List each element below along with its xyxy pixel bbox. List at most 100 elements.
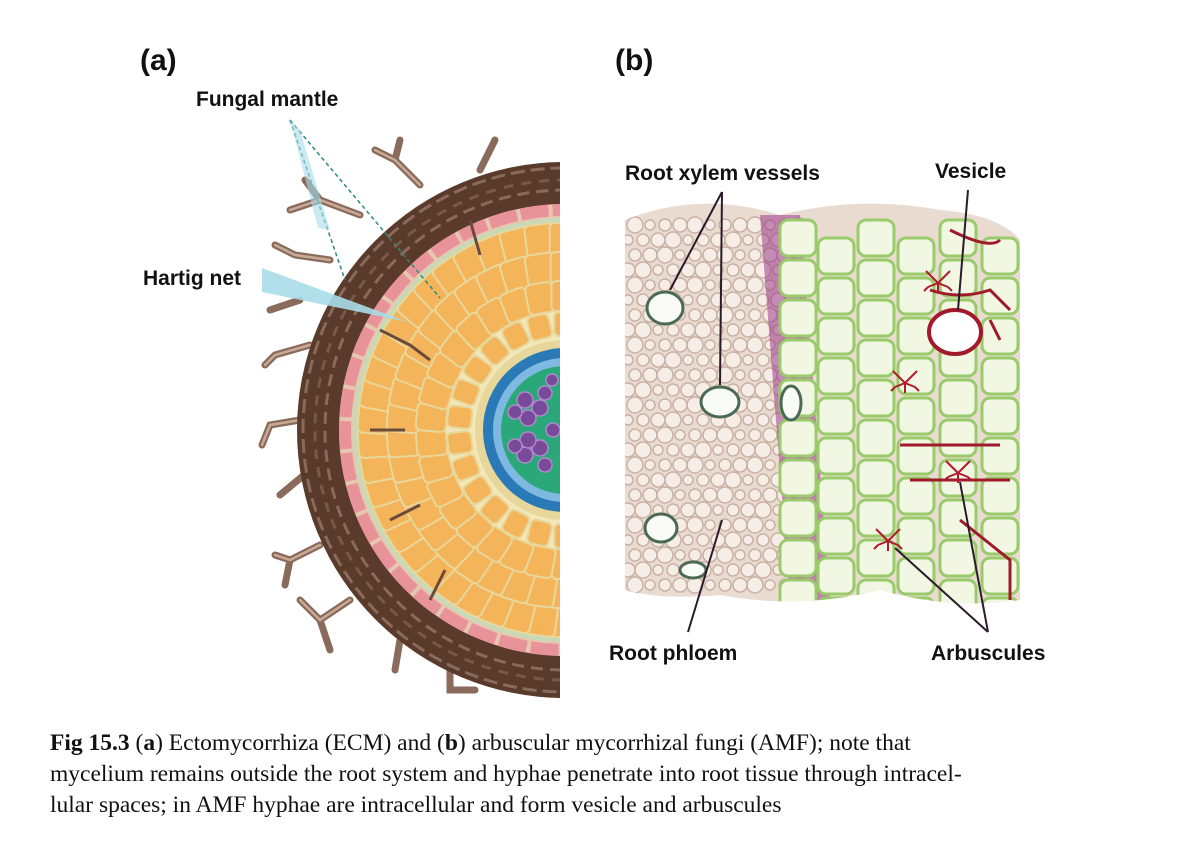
xylem-region <box>501 366 560 494</box>
phloem-cell <box>650 472 666 488</box>
phloem-cell <box>682 534 694 546</box>
caption-line-1: Fig 15.3 (a) Ectomycorrhiza (ECM) and (b… <box>50 728 1150 759</box>
cortex-cell <box>778 458 818 498</box>
phloem-cell <box>626 276 644 294</box>
phloem-cell <box>628 428 642 442</box>
phloem-cell <box>666 563 680 577</box>
cortex-cell <box>856 378 896 418</box>
phloem-cell <box>656 486 674 504</box>
phloem-cell <box>686 336 704 354</box>
cortex-cell <box>896 276 936 316</box>
phloem-cell <box>734 309 746 321</box>
phloem-cell <box>756 473 770 487</box>
phloem-cell <box>696 533 710 547</box>
phloem-cell <box>634 261 652 279</box>
phloem-cell <box>716 486 734 504</box>
cortex-cell <box>896 476 936 516</box>
cortex-cell <box>816 316 856 356</box>
cortex-cell <box>816 396 856 436</box>
cortex-cell <box>446 430 474 456</box>
cortex-cell <box>501 321 531 352</box>
cortex-cell <box>816 596 856 604</box>
cortex-cell <box>980 476 1020 516</box>
phloem-cell <box>625 294 634 306</box>
phloem-cell <box>746 336 764 354</box>
phloem-cell <box>762 487 778 503</box>
phloem-cell <box>686 276 704 294</box>
cortex-cell <box>980 556 1020 596</box>
phloem-cell <box>652 384 664 396</box>
figure-number: Fig 15.3 <box>50 730 130 756</box>
phloem-cell <box>674 249 686 261</box>
phloem-cell <box>634 561 652 579</box>
phloem-cell <box>626 576 644 594</box>
phloem-cell <box>625 234 634 246</box>
phloem-cell <box>732 217 748 233</box>
phloem-cell <box>686 456 704 474</box>
phloem-cell <box>746 456 764 474</box>
phloem-cell <box>748 488 762 502</box>
phloem-cell <box>674 549 686 561</box>
phloem-cell <box>666 503 680 517</box>
caption-text: ) Ectomycorrhiza (ECM) and ( <box>155 730 445 756</box>
phloem-cell <box>742 234 754 246</box>
phloem-cell <box>636 413 650 427</box>
cortex-cell <box>980 356 1020 396</box>
phloem-cell <box>644 279 656 291</box>
phloem-cell <box>716 546 734 564</box>
phloem-cell <box>748 428 762 442</box>
phloem-cell <box>625 382 636 398</box>
phloem-cell <box>702 307 718 323</box>
phloem-cell <box>726 443 740 457</box>
figure-caption: Fig 15.3 (a) Ectomycorrhiza (ECM) and (b… <box>50 728 1150 821</box>
phloem-cell <box>762 547 778 563</box>
cortex-cell <box>856 538 896 578</box>
phloem-cell <box>688 548 702 562</box>
phloem-cell <box>626 516 644 534</box>
cortex-cell <box>856 338 896 378</box>
phloem-cell <box>734 549 746 561</box>
phloem-cell <box>626 216 644 234</box>
phloem-cell <box>742 354 754 366</box>
cortex-cell <box>778 418 818 458</box>
phloem-cell <box>734 369 746 381</box>
phloem-cell <box>740 262 756 278</box>
phloem-cell <box>740 442 756 458</box>
phloem-cell <box>694 441 712 459</box>
phloem-cell <box>642 247 658 263</box>
cortex-cell <box>938 218 978 258</box>
phloem-cell <box>644 339 656 351</box>
phloem-cell <box>636 473 650 487</box>
cortex-cell <box>446 404 474 430</box>
phloem-cell <box>652 324 664 336</box>
phloem-cell <box>625 414 634 426</box>
cortex-cell <box>856 578 896 604</box>
phloem-cell <box>742 294 754 306</box>
phloem-cell <box>702 427 718 443</box>
cortex-cell <box>980 396 1020 436</box>
phloem-cell <box>716 426 734 444</box>
phloem-cell <box>748 248 762 262</box>
cortex-cell <box>856 458 896 498</box>
cortex-cell <box>856 218 896 258</box>
caption-text: ( <box>129 730 144 756</box>
cortex-cell <box>816 356 856 396</box>
cortex-cell <box>938 418 978 458</box>
cortex-cell <box>816 516 856 556</box>
phloem-cell <box>740 322 756 338</box>
phloem-cell <box>682 294 694 306</box>
cortex-cell <box>938 578 978 604</box>
amf-root-tissue <box>625 203 1020 604</box>
phloem-cell <box>716 306 734 324</box>
phloem-cell <box>686 216 704 234</box>
phloem-cell <box>628 248 642 262</box>
phloem-cell <box>694 321 712 339</box>
phloem-cell <box>764 399 776 411</box>
phloem-cell <box>748 548 762 562</box>
cortex-cell <box>550 280 560 312</box>
cortex-cell <box>462 355 493 385</box>
phloem-cell <box>658 578 672 592</box>
cortex-cell <box>451 453 481 482</box>
caption-letter-a: a <box>143 730 156 756</box>
cortex-cell <box>778 498 818 538</box>
